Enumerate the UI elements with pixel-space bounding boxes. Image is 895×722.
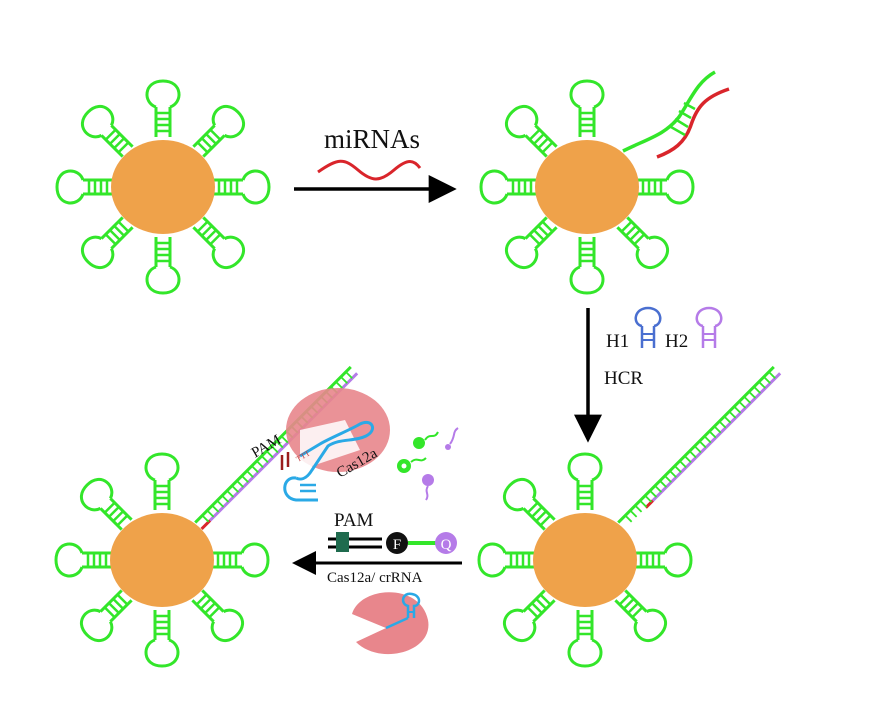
pam-block (336, 532, 349, 552)
hairpin-probe (144, 452, 180, 512)
pam-label-reporter: PAM (334, 510, 374, 531)
mirna-strand (317, 159, 422, 181)
hairpin-probe (569, 235, 605, 295)
hairpin-probe (145, 235, 181, 295)
step1-arrow-group: miRNAs (294, 124, 457, 203)
reporter-probe: F Q (328, 532, 457, 554)
h1-hairpin-icon (634, 306, 662, 348)
hcr-polymer (617, 365, 782, 524)
hairpin-probe (569, 79, 605, 139)
gold-nanoparticle (110, 513, 214, 607)
h2-hairpin-icon (695, 306, 723, 348)
hairpin-probe (211, 169, 271, 205)
hairpin-probe (144, 608, 180, 668)
free-cas12a-crrna (352, 592, 429, 655)
nanoparticle-hcr-amplified (477, 365, 782, 668)
hcr-label: HCR (604, 368, 643, 389)
quencher-fragment (445, 444, 451, 450)
gold-nanoparticle (535, 140, 639, 234)
quencher-fragment (422, 474, 434, 486)
hairpin-probe (567, 452, 603, 512)
crrna-strand (295, 421, 375, 481)
pam-label-complex: PAM (249, 432, 284, 461)
cleaved-reporters (397, 427, 459, 501)
cas12a-bound-complex: PAM TTT Cas12a (249, 388, 390, 502)
fluorophore-label: F (393, 537, 401, 553)
hairpin-probe (477, 542, 537, 578)
hairpin-probe (479, 169, 539, 205)
h1-label: H1 (606, 331, 629, 352)
hairpin-probe (210, 542, 270, 578)
hairpin-probe (54, 542, 114, 578)
hairpin-probe (633, 542, 693, 578)
hairpin-probe (635, 169, 695, 205)
step2-arrow-group: H1 H2 HCR (574, 306, 723, 443)
cas12a-crrna-label: Cas12a/ crRNA (327, 570, 423, 586)
hairpin-probe (55, 169, 115, 205)
nanoparticle-hybridized (479, 70, 730, 295)
hairpin-probe (567, 608, 603, 668)
gold-nanoparticle (111, 140, 215, 234)
step3-arrow-group: PAM F Q Cas12a/ crRNA (292, 510, 462, 655)
gold-nanoparticle (533, 513, 637, 607)
hcr-duplex-rungs (624, 371, 776, 523)
mirnas-label: miRNAs (324, 124, 420, 154)
nanoparticle-initial (55, 79, 271, 295)
mirna-probe-duplex (622, 70, 730, 159)
h2-label: H2 (665, 331, 688, 352)
hairpin-probe (145, 79, 181, 139)
fluorophore (386, 532, 408, 554)
quencher-label: Q (441, 537, 452, 553)
fluorophore-fragment (413, 437, 425, 449)
quencher (435, 532, 457, 554)
